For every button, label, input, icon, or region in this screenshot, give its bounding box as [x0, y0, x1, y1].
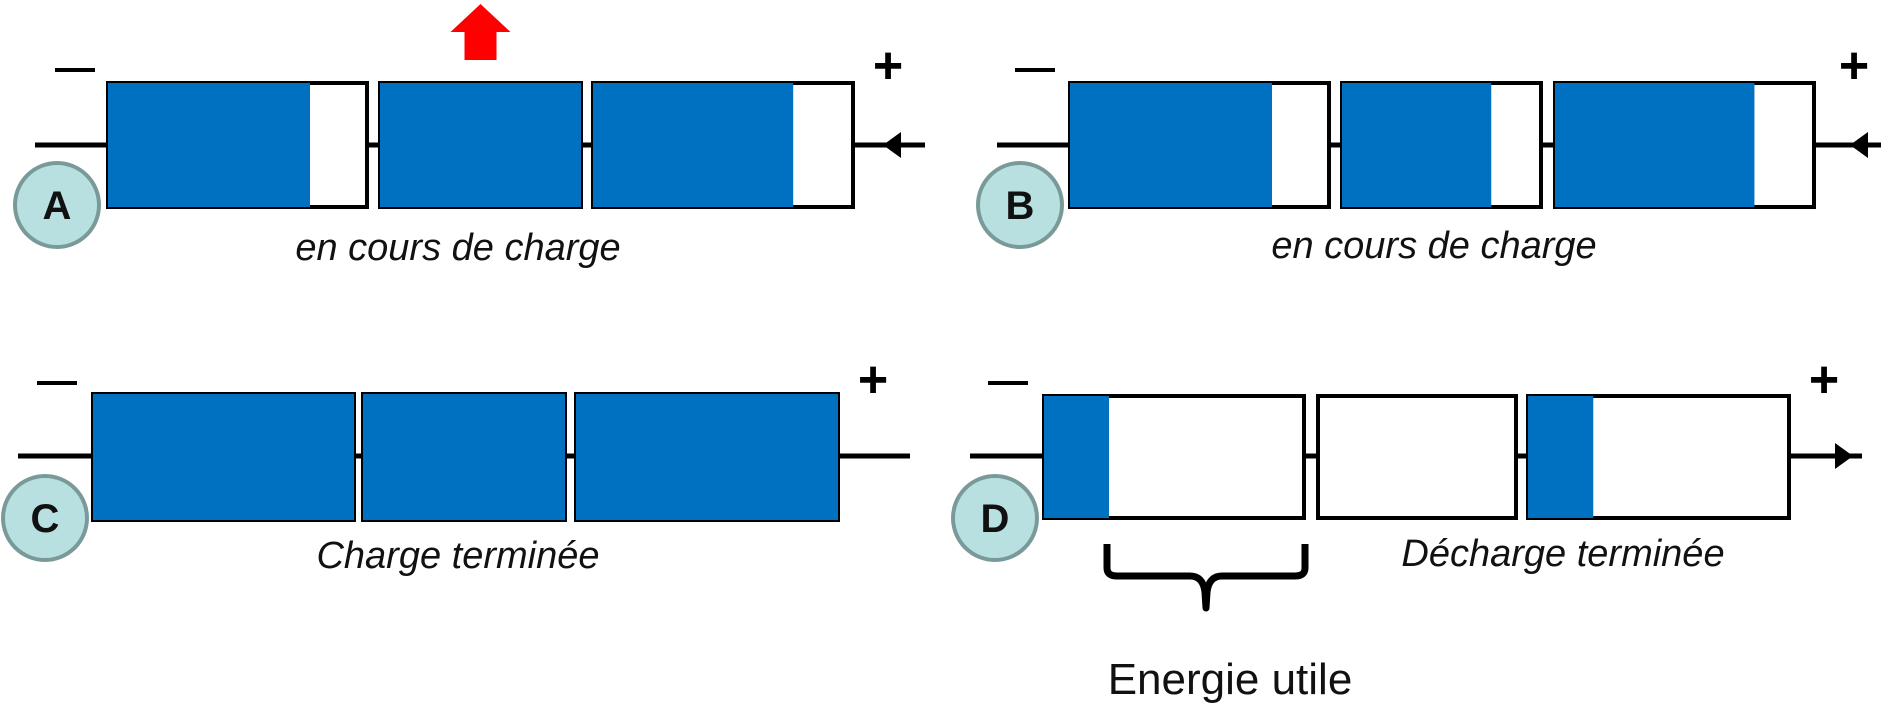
battery-cell [591, 81, 855, 209]
panel-caption: en cours de charge [1271, 225, 1596, 267]
current-arrow-left-icon [1850, 132, 1868, 158]
cell-charge-fill [108, 83, 311, 207]
battery-cell [1526, 394, 1791, 520]
badge-letter: B [1006, 184, 1035, 228]
battery-cell [1042, 394, 1306, 520]
plus-terminal-label: + [1839, 37, 1869, 95]
badge-letter: C [31, 497, 60, 541]
battery-cell [1316, 394, 1518, 520]
badge-circle [951, 474, 1039, 562]
battery-cell [91, 392, 356, 522]
cell-charge-fill [380, 83, 581, 207]
battery-cell [1068, 81, 1331, 209]
current-arrow-right-icon [1835, 443, 1853, 469]
cell-charge-fill [363, 394, 565, 520]
panel-caption: Charge terminée [316, 535, 599, 577]
energy-label: Energie utile [1108, 655, 1353, 704]
useful-energy-brace: Energie utile [1103, 544, 1353, 704]
battery-cell [361, 392, 567, 522]
cell-charge-fill [93, 394, 354, 520]
cell-charge-fill [576, 394, 838, 520]
cell-charge-fill [1044, 396, 1109, 518]
cell-outline [1316, 394, 1518, 520]
up-arrow-icon [450, 4, 511, 60]
plus-terminal-label: + [873, 37, 903, 95]
badge-circle [976, 161, 1064, 249]
cell-charge-fill [1555, 83, 1755, 207]
badge-letter: A [43, 184, 72, 228]
current-arrow-left-icon [883, 132, 901, 158]
plus-terminal-label: + [1809, 351, 1839, 409]
cell-charge-fill [1070, 83, 1273, 207]
panel-c: + C Charge terminée [1, 351, 910, 577]
panel-d: + D Décharge terminée [951, 351, 1862, 575]
battery-cell [1553, 81, 1816, 209]
brace-icon [1103, 544, 1309, 612]
battery-cell [574, 392, 840, 522]
panel-a: + Aen cours de charge [13, 4, 925, 269]
cell-charge-fill [1528, 396, 1594, 518]
badge-circle [1, 474, 89, 562]
plus-terminal-label: + [858, 351, 888, 409]
panel-caption: Décharge terminée [1401, 533, 1724, 575]
cell-charge-fill [1342, 83, 1492, 207]
panel-b: + Ben cours de charge [976, 37, 1881, 267]
badge-circle [13, 161, 101, 249]
battery-cell [378, 81, 583, 209]
badge-letter: D [981, 497, 1010, 541]
battery-cell [1340, 81, 1543, 209]
battery-cell [106, 81, 369, 209]
panel-caption: en cours de charge [295, 227, 620, 269]
cell-charge-fill [593, 83, 794, 207]
